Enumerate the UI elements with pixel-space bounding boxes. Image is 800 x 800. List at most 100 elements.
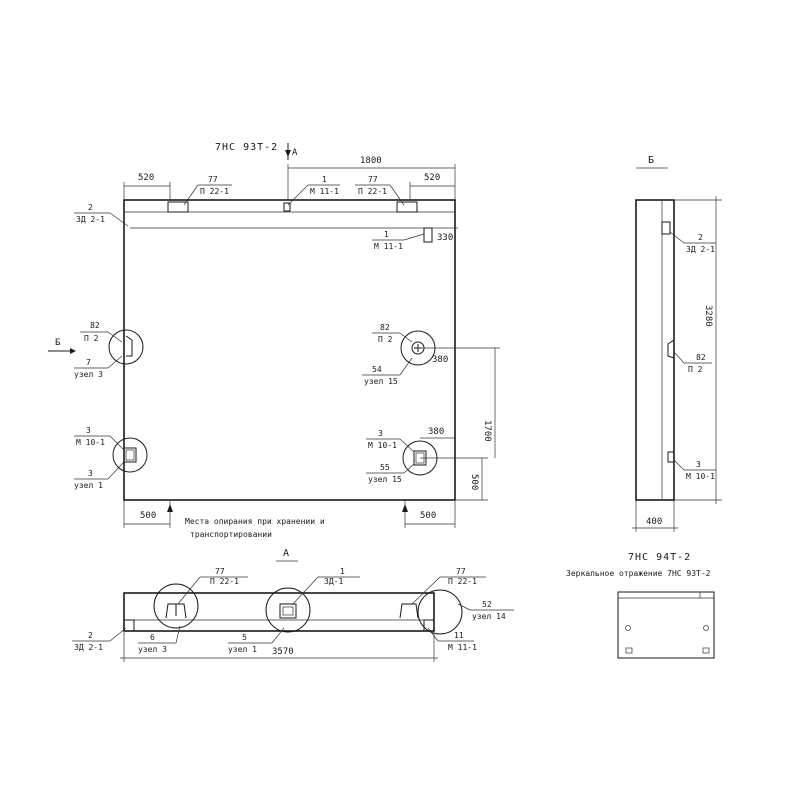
callout-num: 1 [322,175,327,184]
mirror-view: 7НС 94Т-2 Зеркальное отражение 7НС 93Т-2 [566,552,715,659]
callout-ref: М 11-1 [374,242,403,251]
callout-num: 1 [384,230,389,239]
leader-line [183,184,199,206]
panel-outline [123,199,456,501]
side-embedded-top [661,221,671,235]
lifting-loop-right [396,201,418,213]
leader-line [107,331,123,343]
leader-line [399,438,415,453]
callout-ref: М 10-1 [368,441,397,450]
plate-inner [125,449,135,461]
leader-line [107,355,123,369]
main-view-title: 7НС 93Т-2 [215,142,278,153]
dim-right-380b: 380 [428,427,444,437]
leader-line [107,461,125,480]
callout-num: 3 [378,429,383,438]
mirror-view-subtitle: Зеркальное отражение 7НС 93Т-2 [566,569,711,578]
section-b-arrow-label: Б [55,338,60,348]
dim-side-width: 400 [646,517,662,527]
callout-ref: М 11-1 [448,643,477,652]
side-embedded-bottom [667,451,675,463]
mirror-view-title: 7НС 94Т-2 [628,552,691,563]
callout-ref: ЗД 2-1 [74,643,103,652]
callout-num: 3 [86,426,91,435]
plan-embedded-left [123,619,135,632]
callout-num: 54 [372,365,382,374]
callout-ref: П 2 [688,365,703,374]
plate-inner [282,606,294,616]
callout-ref: П 2 [84,334,99,343]
callout-num: 77 [456,567,466,576]
mirror-panel-outline [617,591,715,659]
section-arrow-icon [285,150,291,157]
leader-line [287,184,309,206]
embedded-part-top [283,202,291,212]
side-view: Б 3280 400 2 ЗД 2-1 82 П 2 3 М 10-1 [632,155,722,532]
callout-num: 82 [90,321,100,330]
leader-line [411,576,441,605]
mirror-opening-left [625,625,631,631]
support-arrow-icon [402,504,408,512]
detail-circle-left-mid [108,329,144,365]
support-note-line1: Места опирания при хранении и [185,517,325,526]
dim-bottom-right: 500 [420,511,436,521]
callout-num: 55 [380,463,390,472]
leader-line [457,603,471,611]
callout-ref: П 22-1 [210,577,239,586]
plan-detail-circle-2 [265,587,311,633]
section-a-label: А [292,148,298,158]
leader-line [109,212,129,227]
callout-ref: узел 15 [368,475,402,484]
callout-num: 82 [380,323,390,332]
callout-ref: узел 15 [364,377,398,386]
main-view: 7НС 93Т-2 А 520 1800 520 77 П 22-1 1 М 1… [48,142,500,539]
callout-num: 77 [215,567,225,576]
dim-right-500: 500 [469,474,479,490]
callout-ref: М 10-1 [76,438,105,447]
callout-ref: М 10-1 [686,472,715,481]
embedded-plate-left [123,447,137,463]
callout-num: 2 [88,631,93,640]
callout-num: 3 [696,460,701,469]
callout-num: 77 [368,175,378,184]
callout-ref: П 22-1 [200,187,229,196]
plan-detail-circle-3 [417,589,463,635]
callout-num: 11 [454,631,464,640]
callout-num: 82 [696,353,706,362]
leader-line [291,576,319,606]
callout-ref: ЗД 2-1 [686,245,715,254]
embedded-part-right [423,227,433,243]
leader-line [427,627,439,642]
callout-num: 3 [88,469,93,478]
dim-right-380a: 380 [432,355,448,365]
plan-view: А 77 П 22-1 1 ЗД-1 77 П 22-1 52 узел 14 … [72,548,514,662]
leader-line [403,463,415,474]
callout-ref: М 11-1 [310,187,339,196]
leader-line [399,357,413,376]
leader-line [389,184,405,206]
callout-ref: узел 3 [138,645,167,654]
support-arrow-icon [167,504,173,512]
callout-num: 5 [242,633,247,642]
callout-num: 52 [482,600,492,609]
dim-top-total: 1800 [360,156,382,166]
callout-ref: узел 1 [74,481,103,490]
leader-line [109,435,125,451]
dim-plan-total: 3570 [272,647,294,657]
plan-outline [123,592,435,632]
dim-bottom-left: 500 [140,511,156,521]
leader-line [669,231,685,244]
mirror-opening-right [703,625,709,631]
mirror-plate-right [702,647,710,654]
dim-right-1700: 1700 [482,420,492,442]
leader-line [673,351,685,364]
arrow-right-icon [70,348,76,354]
callout-num: 2 [88,203,93,212]
side-panel-outline [635,199,675,501]
callout-ref: узел 14 [472,612,506,621]
leader-line [109,627,127,642]
callout-num: 6 [150,633,155,642]
callout-ref: П 22-1 [448,577,477,586]
plan-view-title: А [283,548,290,559]
